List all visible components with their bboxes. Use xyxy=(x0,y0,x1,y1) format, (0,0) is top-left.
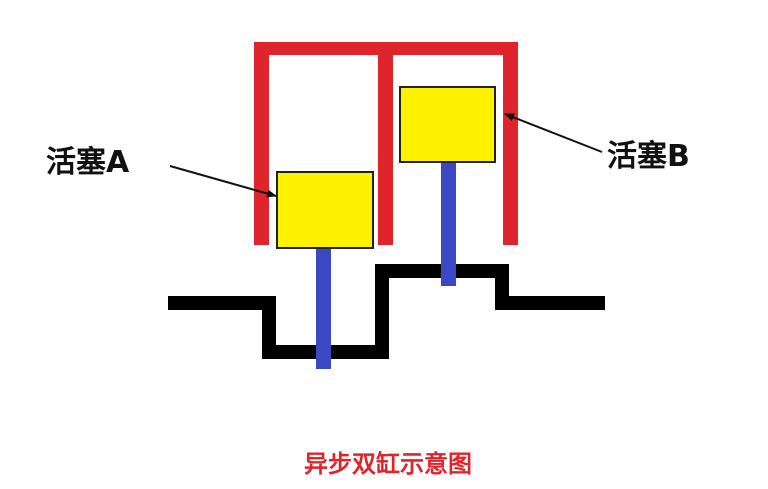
diagram-caption: 异步双缸示意图 xyxy=(304,450,472,478)
piston-b xyxy=(399,86,496,163)
piston-a xyxy=(276,171,374,249)
crankshaft-line xyxy=(168,264,605,359)
connecting-rod-a xyxy=(316,245,331,369)
piston-b-label: 活塞B xyxy=(607,139,690,174)
connecting-rod-b xyxy=(441,160,456,286)
piston-a-arrow xyxy=(169,165,277,198)
piston-b-arrow xyxy=(504,113,603,153)
piston-a-label: 活塞A xyxy=(46,145,130,180)
cylinder-frame xyxy=(254,42,518,245)
